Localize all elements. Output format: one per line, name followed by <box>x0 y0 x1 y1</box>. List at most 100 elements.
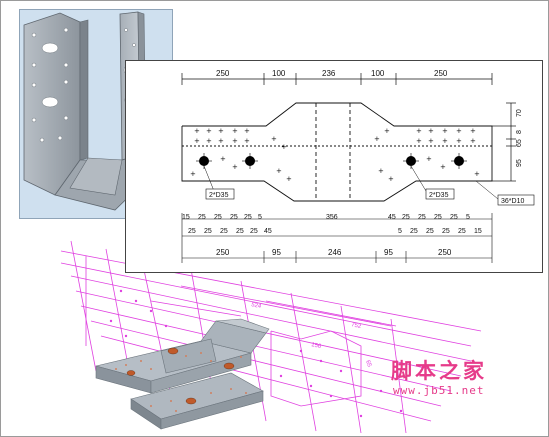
wireframe-marks <box>109 289 403 418</box>
bottom-r1-5: 25 <box>244 214 252 221</box>
bottom-r2-12: 15 <box>474 228 482 235</box>
bottom-r1-9: 25 <box>402 214 410 221</box>
svg-text:+: + <box>440 163 446 171</box>
bottom-r2-3: 25 <box>220 228 228 235</box>
steel-part-3d <box>95 318 270 430</box>
overlay-dim-1: 524 <box>251 302 263 310</box>
right-dim-1: 70 <box>516 109 523 117</box>
bottom-r1-10: 25 <box>418 214 426 221</box>
small-hole-marks: + + + + + + + + + + + + + + + + + + + + + + + + + + + + + + + + +… <box>190 127 480 183</box>
steel-part-holes <box>126 347 235 405</box>
bottom-r2-7: 5 <box>398 228 402 235</box>
svg-text:+: + <box>286 175 292 183</box>
large-holes <box>199 156 464 166</box>
top-dim-4: 100 <box>371 69 385 78</box>
svg-text:+: + <box>378 167 384 175</box>
technical-drawing-panel: 250 100 236 100 250 70 8 <box>125 60 543 273</box>
site-watermark: 脚本之家 www.jb51.net <box>385 353 535 403</box>
top-dim-5: 250 <box>434 69 448 78</box>
svg-text:+: + <box>416 127 422 135</box>
bottom-r2-9: 25 <box>426 228 434 235</box>
svg-text:+: + <box>442 137 448 145</box>
bottom-total-3: 246 <box>328 248 342 257</box>
svg-text:+: + <box>244 127 250 135</box>
svg-text:+: + <box>428 137 434 145</box>
bottom-r2-5: 25 <box>250 228 258 235</box>
svg-text:+: + <box>194 137 200 145</box>
bottom-total-1: 250 <box>216 248 230 257</box>
overlay-dim-4: 65 <box>364 360 372 369</box>
label-right-holes: 2*D35 <box>429 192 449 199</box>
bottom-r1-11: 25 <box>434 214 442 221</box>
right-dim-2: 8 <box>516 130 523 134</box>
technical-drawing: 250 100 236 100 250 70 8 <box>181 69 535 263</box>
svg-text:+: + <box>232 137 238 145</box>
svg-text:+: + <box>194 127 200 135</box>
svg-text:+: + <box>442 127 448 135</box>
svg-text:+: + <box>244 137 250 145</box>
bottom-r2-2: 25 <box>204 228 212 235</box>
bottom-r1-4: 25 <box>230 214 238 221</box>
label-box-right <box>425 188 455 200</box>
overlay-dim-3: 156 <box>311 342 323 350</box>
svg-text:+: + <box>206 137 212 145</box>
bottom-r1-7: 356 <box>326 214 338 221</box>
svg-text:+: + <box>384 127 390 135</box>
top-dim-1: 250 <box>216 69 230 78</box>
svg-text:+: + <box>416 137 422 145</box>
label-small-holes: 36*D10 <box>501 198 524 205</box>
overlay-dimension-labels: 524 752 156 65 <box>251 302 373 368</box>
bottom-r1-13: 5 <box>466 214 470 221</box>
svg-text:+: + <box>426 155 432 163</box>
steel-part-small-holes <box>115 352 247 412</box>
svg-text:+: + <box>374 135 380 143</box>
bottom-r1-8: 45 <box>388 214 396 221</box>
watermark-url: www.jb51.net <box>393 384 485 397</box>
bottom-total-dims: 250 95 246 95 250 <box>216 248 452 257</box>
watermark-title: 脚本之家 <box>391 359 487 383</box>
svg-text:+: + <box>470 127 476 135</box>
bottom-row-2: 25 25 25 25 25 45 5 25 25 25 25 15 <box>188 228 482 235</box>
bottom-r1-1: 15 <box>182 214 190 221</box>
bottom-r1-12: 25 <box>450 214 458 221</box>
top-dim-2: 100 <box>272 69 286 78</box>
label-left-holes: 2*D35 <box>209 192 229 199</box>
svg-text:+: + <box>474 170 480 178</box>
svg-text:+: + <box>281 143 287 151</box>
wireframe-lines <box>60 240 482 434</box>
svg-text:+: + <box>271 135 277 143</box>
svg-text:+: + <box>470 137 476 145</box>
svg-text:+: + <box>220 155 226 163</box>
bottom-r2-6: 45 <box>264 228 272 235</box>
top-dim-3: 236 <box>322 69 336 78</box>
hole-leaders <box>203 165 499 200</box>
bottom-r1-2: 25 <box>198 214 206 221</box>
right-dimension-line <box>492 102 516 182</box>
right-dim-3: 65 <box>516 139 523 147</box>
bottom-r1-3: 25 <box>214 214 222 221</box>
right-dim-4: 95 <box>516 159 523 167</box>
svg-text:+: + <box>456 137 462 145</box>
svg-text:+: + <box>456 127 462 135</box>
svg-text:+: + <box>388 175 394 183</box>
svg-text:+: + <box>428 127 434 135</box>
svg-text:+: + <box>218 137 224 145</box>
bottom-dimension-lines <box>181 213 493 263</box>
svg-text:+: + <box>190 170 196 178</box>
svg-text:+: + <box>276 167 282 175</box>
svg-text:+: + <box>232 127 238 135</box>
bottom-r2-11: 25 <box>458 228 466 235</box>
bottom-total-2: 95 <box>272 248 281 257</box>
bottom-total-5: 250 <box>438 248 452 257</box>
plate-outline <box>181 102 493 202</box>
svg-text:+: + <box>206 127 212 135</box>
bottom-r1-6: 5 <box>258 214 262 221</box>
svg-text:+: + <box>232 163 238 171</box>
bottom-r2-8: 25 <box>410 228 418 235</box>
bottom-total-4: 95 <box>384 248 393 257</box>
label-box-small-holes <box>497 194 535 206</box>
bottom-r2-1: 25 <box>188 228 196 235</box>
label-box-left <box>205 188 235 200</box>
